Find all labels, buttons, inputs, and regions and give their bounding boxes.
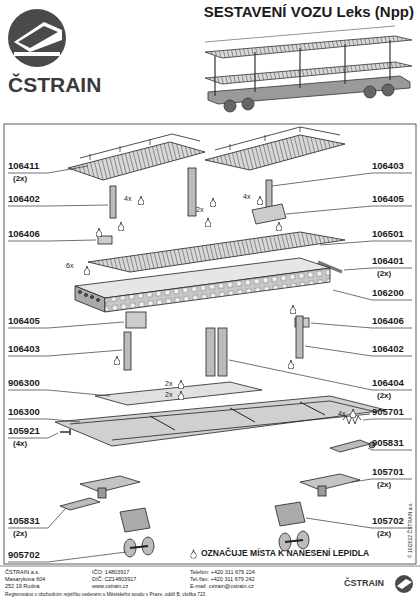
brand-name: ČSTRAIN [344, 579, 384, 589]
part-number: 106403 [372, 161, 404, 171]
part-number: 106401 [372, 256, 404, 266]
sheet-frame [4, 124, 416, 564]
sheet-title: SESTAVENÍ VOZU Leks (Npp) [204, 4, 414, 21]
glue-drop-symbol [190, 549, 197, 559]
quantity-note: (4x) [13, 440, 27, 449]
part-number: 106405 [372, 194, 404, 204]
footer-text: Tel./fax: +420 311 679 242 [190, 576, 255, 582]
logo-icon [395, 575, 413, 593]
footer-text: ČSTRAIN a.s. [5, 569, 40, 575]
quantity-note: 2x [165, 391, 172, 399]
part-number: 105701 [372, 467, 404, 477]
quantity-note: (2x) [13, 530, 27, 539]
quantity-note: (2x) [13, 175, 27, 184]
quantity-note: (2x) [377, 270, 391, 279]
footer-text: 252 19 Rudná [5, 583, 40, 589]
parts [55, 127, 386, 557]
logo-icon [8, 9, 66, 67]
part-number: 906300 [8, 378, 40, 388]
quantity-note: 6x [66, 262, 73, 270]
quantity-note: 4x [124, 195, 131, 203]
footer-text: Registrováno v obchodním rejstříku veden… [5, 592, 205, 597]
quantity-note: 4x [243, 193, 250, 201]
footer-text: DIČ: CZ14803917 [92, 576, 136, 582]
legend-text: OZNAČUJE MÍSTA K NANESENÍ LEPIDLA [201, 549, 369, 558]
quantity-note: 2x [165, 380, 172, 388]
part-number: 905701 [372, 407, 404, 417]
footer-text: © 10/2012 ČSTRAIN a.s. [408, 502, 414, 558]
quantity-note: (2x) [377, 392, 391, 401]
part-number: 106405 [8, 316, 40, 326]
part-number: 106300 [8, 407, 40, 417]
footer-text: Telefon: +420 311 679 224 [190, 569, 255, 575]
part-number: 106404 [372, 378, 404, 388]
quantity-note: 4x [338, 410, 345, 418]
part-number: 106402 [8, 194, 40, 204]
brand-name: ČSTRAIN [8, 73, 101, 96]
footer-text: Masarykova 604 [5, 576, 45, 582]
quantity-note: (2x) [377, 530, 391, 539]
part-number: 106406 [372, 316, 404, 326]
part-number: 106501 [372, 229, 404, 239]
footer-text: www.cstrain.cz [92, 583, 128, 589]
part-number: 106402 [372, 344, 404, 354]
legend-entry: OZNAČUJE MÍSTA K NANESENÍ LEPIDLA [190, 549, 369, 559]
part-number: 105831 [8, 516, 40, 526]
quantity-note: (2x) [377, 481, 391, 490]
wagon-overview [205, 26, 412, 112]
part-number: 106403 [8, 344, 40, 354]
quantity-note: 2x [196, 206, 203, 214]
part-number: 905702 [8, 550, 40, 560]
part-number: 905831 [372, 438, 404, 448]
footer-rule [0, 566, 420, 567]
part-number: 106411 [8, 161, 39, 171]
part-number: 106200 [372, 288, 404, 298]
glue-drops [84, 196, 356, 418]
footer-text: E-mail: cstrain@cstrain.cz [190, 583, 254, 589]
leader-lines [8, 166, 412, 562]
part-number: 105702 [372, 516, 404, 526]
part-number: 105921 [8, 426, 40, 436]
part-number: 106406 [8, 229, 40, 239]
footer-text: IČO: 14803917 [92, 569, 129, 575]
